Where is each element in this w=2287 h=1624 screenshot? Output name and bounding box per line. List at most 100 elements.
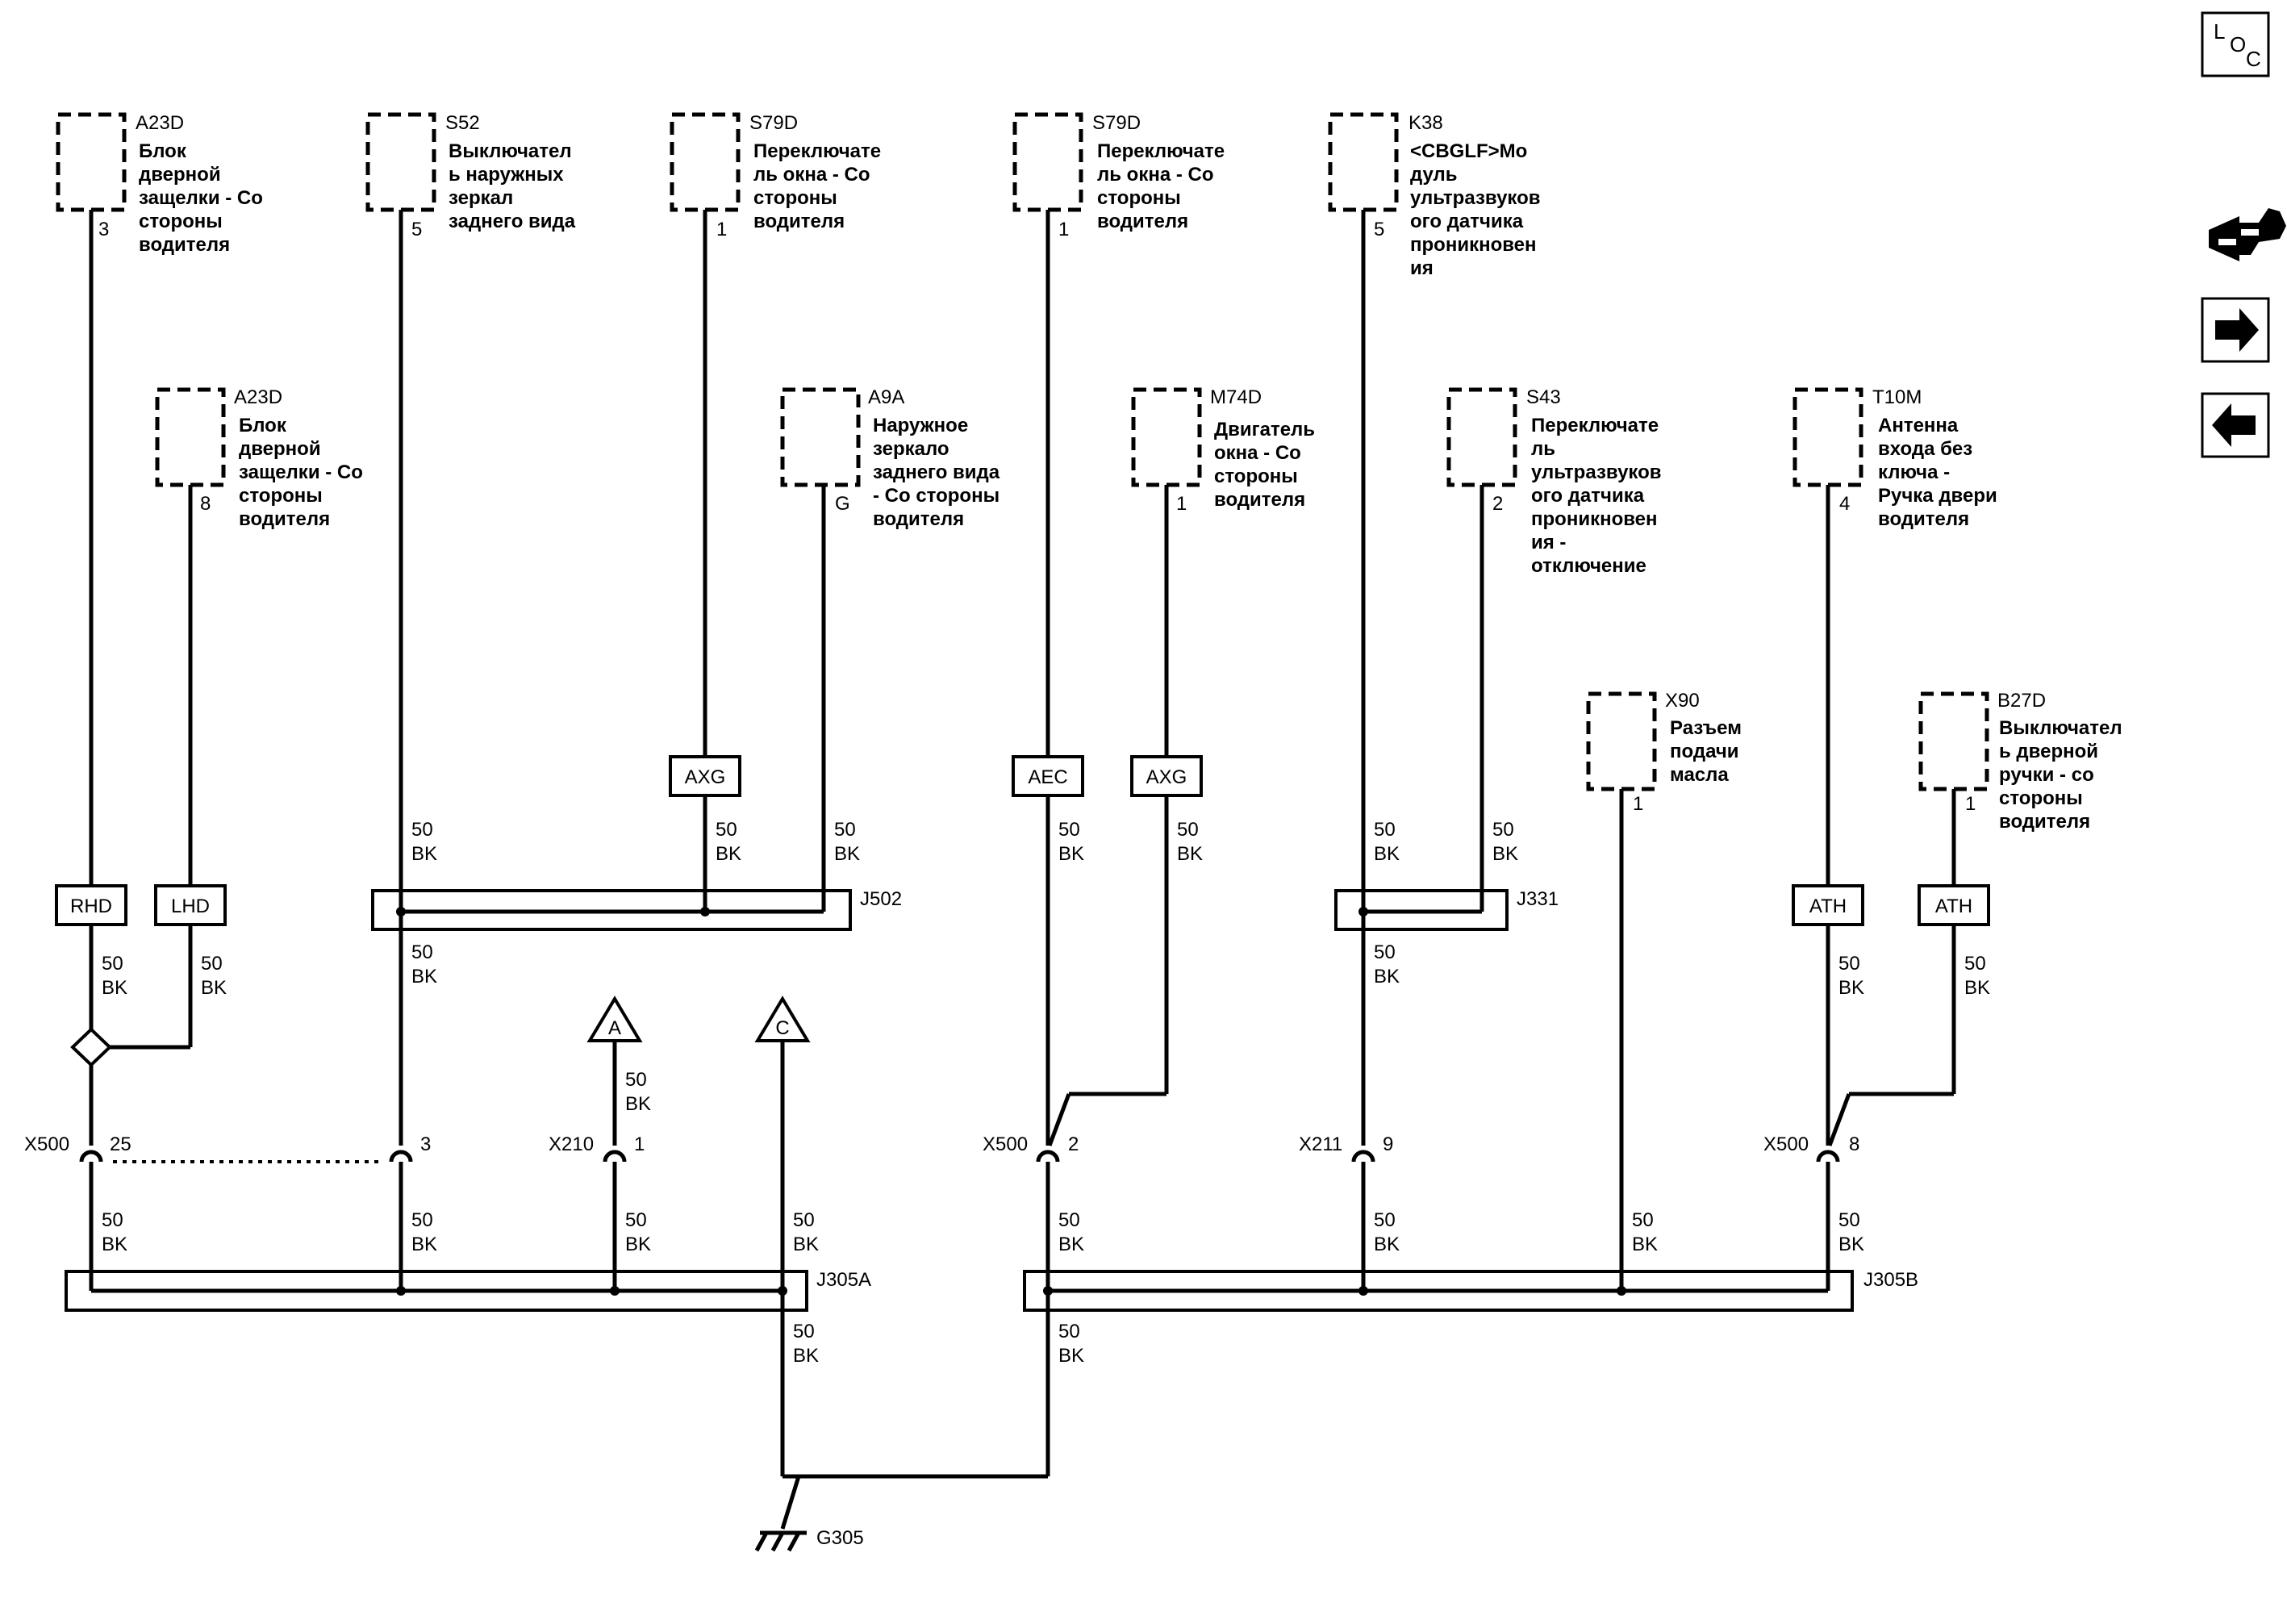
loc-button[interactable]: L O C: [2201, 11, 2270, 77]
svg-text:50: 50: [411, 941, 433, 963]
svg-text:A9A: A9A: [868, 386, 904, 408]
svg-text:Наружное: Наружное: [873, 415, 968, 436]
component-k38: K38 <CBGLF>Мо дуль ультразвуков ого датч…: [1328, 112, 1541, 279]
svg-text:дверной: дверной: [239, 438, 321, 460]
option-axg-b: AXG: [1130, 755, 1203, 797]
svg-text:BK: BK: [1492, 843, 1518, 865]
svg-text:водителя: водителя: [1214, 489, 1305, 511]
option-ath-a: ATH: [1792, 884, 1864, 926]
svg-text:водителя: водителя: [1878, 508, 1969, 530]
svg-text:зеркало: зеркало: [873, 438, 949, 460]
svg-text:50: 50: [102, 1209, 123, 1231]
svg-text:водителя: водителя: [1097, 211, 1188, 232]
svg-text:ультразвуков: ультразвуков: [1531, 461, 1662, 483]
svg-text:8: 8: [1849, 1133, 1859, 1155]
svg-text:A23D: A23D: [136, 112, 184, 134]
connector-x500-left: X500 25 3: [24, 1133, 431, 1163]
svg-text:1: 1: [1058, 219, 1069, 240]
svg-text:9: 9: [1383, 1133, 1393, 1155]
connector-x500-mid: X500 2: [983, 1133, 1079, 1163]
component-s79d-a: S79D Переключате ль окна - Со стороны во…: [670, 112, 881, 240]
component-x90: X90 Разъем подачи масла 1: [1586, 690, 1742, 815]
svg-text:X211: X211: [1299, 1133, 1342, 1155]
svg-text:X500: X500: [983, 1133, 1028, 1155]
svg-text:водителя: водителя: [239, 508, 330, 530]
component-m74d: M74D Двигатель окна - Со стороны водител…: [1131, 386, 1315, 515]
svg-text:1: 1: [1633, 793, 1643, 815]
svg-text:50: 50: [411, 819, 433, 841]
svg-text:G: G: [835, 493, 850, 515]
svg-text:BK: BK: [716, 843, 741, 865]
svg-text:заднего вида: заднего вида: [449, 211, 576, 232]
svg-text:50: 50: [1632, 1209, 1654, 1231]
svg-text:BK: BK: [102, 977, 127, 999]
svg-text:J305A: J305A: [816, 1269, 871, 1291]
svg-text:- Со стороны: - Со стороны: [873, 485, 1000, 507]
svg-text:S52: S52: [445, 112, 480, 134]
svg-text:стороны: стороны: [139, 211, 223, 232]
component-a23d-top: A23D Блок дверной защелки - Со стороны в…: [56, 112, 263, 256]
splice-diamond: [70, 1027, 112, 1067]
svg-text:50: 50: [793, 1321, 815, 1342]
svg-text:отключение: отключение: [1531, 555, 1646, 577]
svg-text:BK: BK: [411, 966, 437, 987]
svg-text:стороны: стороны: [1999, 787, 2083, 809]
svg-text:Переключате: Переключате: [753, 140, 881, 162]
svg-text:водителя: водителя: [873, 508, 964, 530]
arrow-left-icon[interactable]: [2201, 392, 2270, 458]
svg-text:1: 1: [1176, 493, 1187, 515]
svg-text:дверной: дверной: [139, 164, 221, 186]
option-axg-a: AXG: [669, 755, 741, 797]
offpage-a[interactable]: A: [586, 996, 643, 1042]
svg-text:AEC: AEC: [1028, 766, 1067, 788]
svg-text:водителя: водителя: [1999, 811, 2090, 833]
splice-j305a: J305A: [65, 1269, 871, 1312]
svg-text:Переключате: Переключате: [1531, 415, 1659, 436]
svg-text:1: 1: [634, 1133, 645, 1155]
component-s52: S52 Выключател ь наружных зеркал заднего…: [365, 112, 576, 240]
svg-text:BK: BK: [1374, 843, 1400, 865]
svg-text:50: 50: [1374, 1209, 1396, 1231]
svg-text:ATH: ATH: [1935, 895, 1972, 917]
svg-text:BK: BK: [1838, 977, 1864, 999]
svg-text:заднего вида: заднего вида: [873, 461, 1000, 483]
svg-text:ATH: ATH: [1809, 895, 1847, 917]
svg-text:Антенна: Антенна: [1878, 415, 1959, 436]
svg-text:AXG: AXG: [1146, 766, 1187, 788]
svg-text:проникновен: проникновен: [1410, 234, 1537, 256]
svg-text:T10M: T10M: [1872, 386, 1922, 408]
offpage-c[interactable]: C: [754, 996, 811, 1042]
svg-text:2: 2: [1068, 1133, 1079, 1155]
svg-text:8: 8: [200, 493, 211, 515]
svg-text:25: 25: [110, 1133, 131, 1155]
svg-text:BK: BK: [1374, 1234, 1400, 1255]
svg-text:L: L: [2214, 19, 2225, 44]
svg-text:масла: масла: [1670, 764, 1729, 786]
svg-text:1: 1: [716, 219, 727, 240]
svg-text:ль: ль: [1531, 438, 1555, 460]
svg-text:50: 50: [1058, 819, 1080, 841]
svg-text:50: 50: [1177, 819, 1199, 841]
svg-text:BK: BK: [1177, 843, 1203, 865]
connector-view-icon[interactable]: [2209, 208, 2286, 261]
svg-text:BK: BK: [1632, 1234, 1658, 1255]
svg-text:50: 50: [793, 1209, 815, 1231]
svg-text:50: 50: [716, 819, 737, 841]
svg-text:3: 3: [98, 219, 109, 240]
svg-text:50: 50: [1374, 941, 1396, 963]
svg-text:O: O: [2230, 32, 2246, 56]
svg-text:BK: BK: [1838, 1234, 1864, 1255]
svg-text:входа без: входа без: [1878, 438, 1972, 460]
svg-text:AXG: AXG: [685, 766, 726, 788]
svg-text:5: 5: [1374, 219, 1384, 240]
svg-text:1: 1: [1965, 793, 1976, 815]
svg-text:защелки - Со: защелки - Со: [239, 461, 363, 483]
option-rhd: RHD: [55, 884, 127, 926]
svg-text:50: 50: [625, 1069, 647, 1091]
svg-text:ключа -: ключа -: [1878, 461, 1950, 483]
splice-j502: J502: [371, 888, 902, 931]
arrow-right-icon[interactable]: [2201, 297, 2270, 363]
svg-text:Ручка двери: Ручка двери: [1878, 485, 1997, 507]
component-t10m: T10M Антенна входа без ключа - Ручка две…: [1792, 386, 1997, 530]
